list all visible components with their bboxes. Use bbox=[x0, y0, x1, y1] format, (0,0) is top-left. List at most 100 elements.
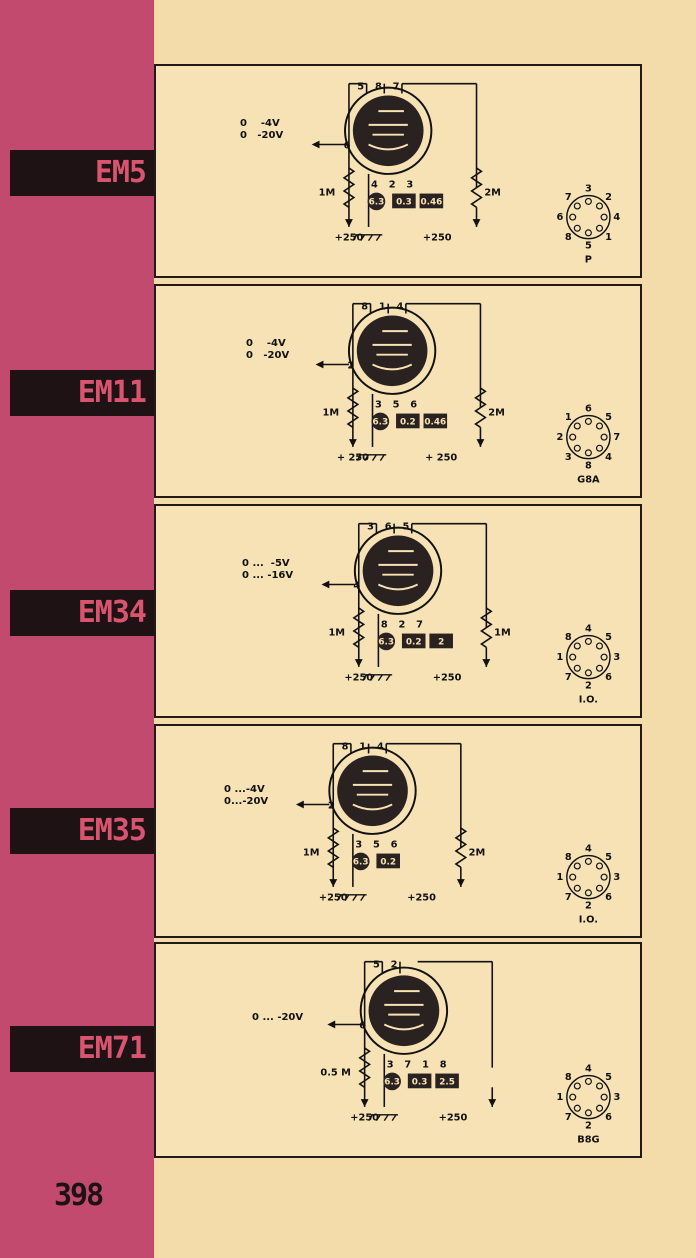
tube-electrodes bbox=[352, 770, 393, 811]
base-pin bbox=[595, 224, 604, 232]
pin-number: 1 bbox=[359, 742, 366, 753]
base-pin bbox=[595, 862, 604, 870]
base-pin-number: 4 bbox=[613, 212, 620, 223]
arrow-head bbox=[345, 219, 353, 227]
resistor-symbol bbox=[352, 607, 366, 648]
pin-number: 3 bbox=[367, 522, 374, 533]
heater-value: 0.2 bbox=[400, 417, 416, 427]
pin-number: 3 bbox=[406, 180, 413, 191]
resistor-symbol bbox=[346, 387, 360, 428]
heater-value-box bbox=[392, 193, 416, 209]
pin-number: 5 bbox=[393, 400, 400, 411]
supply-voltage-right: + 250 bbox=[425, 453, 457, 464]
pin-number: 1 bbox=[379, 302, 386, 313]
base-pin bbox=[600, 653, 608, 661]
heater-value: 6.3 bbox=[378, 637, 394, 647]
heater-voltage-marker bbox=[383, 1072, 401, 1091]
bias-voltage-label: 0 ...-4V 0...-20V bbox=[224, 784, 269, 807]
heater-value: 6.3 bbox=[373, 417, 389, 427]
arrow-head bbox=[472, 219, 481, 227]
base-type-label: B8G bbox=[577, 1134, 599, 1145]
base-socket bbox=[566, 414, 611, 460]
base-pin bbox=[573, 862, 581, 870]
base-pin-number: 4 bbox=[585, 1064, 592, 1075]
resistor-value-left: 1M bbox=[303, 848, 320, 859]
resistor-value-left: 1M bbox=[328, 628, 345, 639]
base-pin bbox=[573, 1104, 581, 1112]
arrow-head bbox=[456, 879, 465, 887]
heater-value: 6.3 bbox=[369, 197, 385, 207]
base-pin-number: 1 bbox=[557, 652, 564, 663]
resistor-value-right: 2M bbox=[488, 408, 505, 419]
base-pin-number: 2 bbox=[585, 901, 592, 912]
base-type-label: I.O. bbox=[579, 914, 598, 925]
pin-number: 8 bbox=[342, 742, 349, 753]
base-pin bbox=[573, 444, 581, 452]
base-pin bbox=[595, 444, 604, 452]
base-pin-number: 7 bbox=[565, 192, 572, 203]
base-pin-number: 6 bbox=[557, 212, 564, 223]
resistor-value-right: 2M bbox=[484, 188, 501, 199]
base-pin bbox=[584, 1109, 592, 1117]
base-socket bbox=[566, 854, 611, 900]
heater-value-box bbox=[423, 413, 448, 429]
heater-value-box bbox=[419, 193, 444, 209]
tube-glow-screen bbox=[356, 315, 428, 387]
base-pin bbox=[595, 664, 604, 672]
base-pin-number: 4 bbox=[585, 844, 592, 855]
base-pin-number: 5 bbox=[605, 1072, 612, 1083]
base-pin-number: 4 bbox=[605, 452, 612, 463]
base-pin bbox=[600, 873, 608, 881]
heater-value-box bbox=[376, 853, 400, 869]
supply-voltage-left: + 250 bbox=[337, 453, 369, 464]
pin-number: 5 bbox=[357, 82, 364, 93]
heater-value: 0.2 bbox=[406, 637, 422, 647]
base-pin-number: 3 bbox=[565, 452, 572, 463]
resistor-value-left: 0.5 M bbox=[320, 1068, 351, 1079]
ground-symbol bbox=[336, 894, 367, 902]
heater-value-box bbox=[401, 633, 426, 649]
heater-value-box bbox=[429, 633, 453, 649]
base-pin bbox=[584, 889, 592, 897]
base-type-label: I.O. bbox=[579, 694, 598, 705]
base-pin-number: 7 bbox=[565, 892, 572, 903]
pin-number: 2 bbox=[391, 960, 398, 971]
pin-number: 6 bbox=[385, 522, 392, 533]
base-pin-number: 4 bbox=[585, 624, 592, 635]
pin-number: 7 bbox=[393, 82, 400, 93]
base-pin bbox=[595, 202, 604, 210]
base-socket bbox=[566, 1074, 611, 1120]
pin-number: 7 bbox=[416, 620, 423, 631]
base-pin-number: 6 bbox=[605, 1112, 612, 1123]
base-pin-number: 5 bbox=[585, 241, 592, 252]
base-pin-number: 8 bbox=[565, 1072, 572, 1083]
tube-label-em35: EM35 bbox=[10, 808, 154, 854]
base-pin-number: 7 bbox=[613, 432, 620, 443]
base-socket bbox=[566, 634, 611, 680]
heater-voltage-marker bbox=[367, 192, 386, 211]
pin-number: 6 bbox=[410, 400, 417, 411]
base-pin-number: 2 bbox=[605, 192, 612, 203]
base-pin-number: 7 bbox=[565, 1112, 572, 1123]
resistor-symbol bbox=[470, 167, 483, 208]
resistor-symbol bbox=[342, 167, 356, 208]
base-pin bbox=[595, 422, 604, 430]
heater-voltage-marker bbox=[351, 852, 370, 871]
pin-number: 6 bbox=[391, 840, 398, 851]
base-pin-number: 6 bbox=[605, 892, 612, 903]
pin-number: 2 bbox=[389, 180, 396, 191]
base-pin bbox=[569, 433, 577, 441]
base-pin-number: 3 bbox=[585, 184, 592, 195]
heater-value: 0.46 bbox=[424, 417, 446, 427]
heater-value: 0.3 bbox=[396, 197, 412, 207]
base-pin bbox=[573, 642, 581, 650]
bias-voltage-label: 0 -4V 0 -20V bbox=[240, 118, 284, 141]
tube-electrodes bbox=[383, 990, 424, 1031]
arrow-head bbox=[476, 439, 485, 447]
base-pin bbox=[600, 213, 608, 221]
base-pin bbox=[584, 449, 592, 457]
